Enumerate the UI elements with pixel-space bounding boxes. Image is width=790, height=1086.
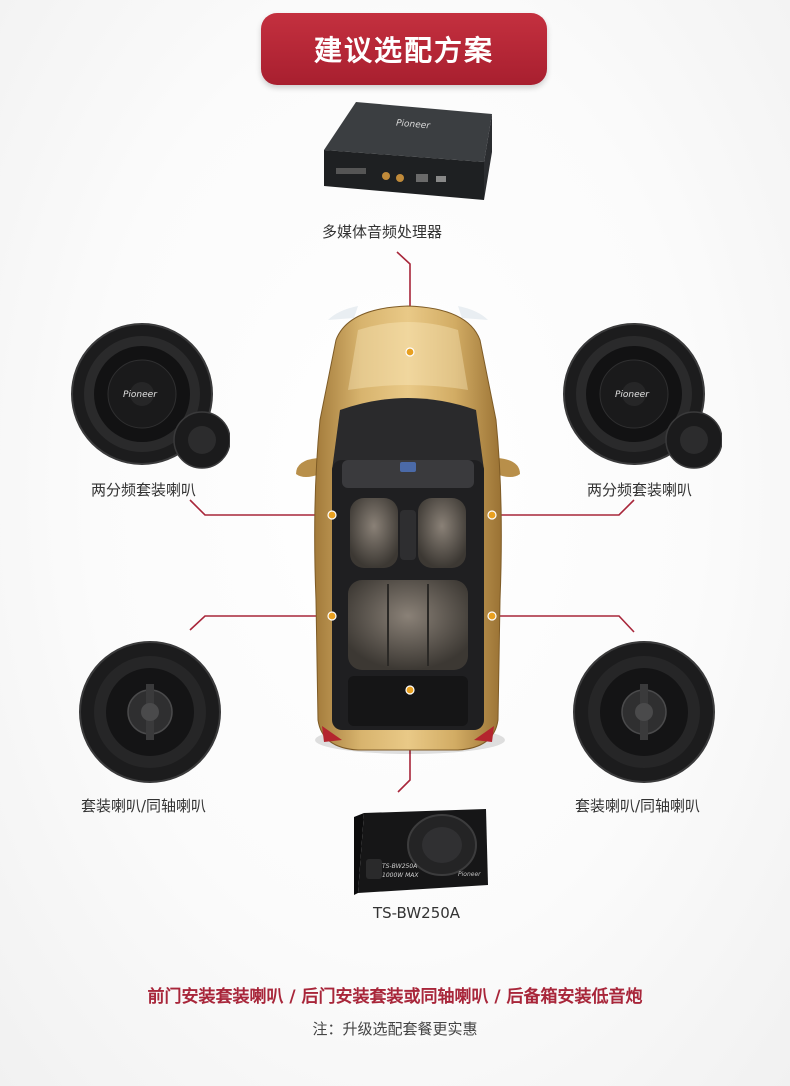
dot-front-left bbox=[327, 510, 337, 520]
line-rear-right bbox=[492, 615, 635, 633]
line-rear-left bbox=[189, 615, 332, 631]
subwoofer-brand: Pioneer bbox=[458, 871, 481, 878]
processor-image bbox=[324, 102, 492, 200]
front-right-speaker: Pioneer bbox=[562, 320, 723, 470]
front-left-label: 两分频套装喇叭 bbox=[91, 481, 197, 499]
subwoofer-image bbox=[354, 809, 488, 895]
dot-rear-right bbox=[487, 611, 497, 621]
front-right-label: 两分频套装喇叭 bbox=[587, 481, 693, 499]
rear-left-label: 套装喇叭/同轴喇叭 bbox=[81, 797, 207, 815]
dot-processor bbox=[405, 347, 415, 357]
dot-rear-left bbox=[327, 611, 337, 621]
car-top-view bbox=[296, 305, 520, 754]
processor-label: 多媒体音频处理器 bbox=[322, 223, 443, 241]
component-speaker-image bbox=[71, 323, 231, 469]
component-speaker-image bbox=[563, 323, 723, 469]
upgrade-note: 注：升级选配套餐更实惠 bbox=[312, 1020, 478, 1038]
rear-left-speaker bbox=[78, 640, 222, 784]
coaxial-speaker-image bbox=[573, 641, 715, 783]
dot-subwoofer bbox=[405, 685, 415, 695]
coaxial-speaker-image bbox=[79, 641, 221, 783]
installation-summary: 前门安装套装喇叭 / 后门安装套装或同轴喇叭 / 后备箱安装低音炮 bbox=[147, 987, 643, 1007]
subwoofer-unit: TS-BW250A 1000W MAX Pioneer bbox=[354, 805, 494, 897]
rear-right-label: 套装喇叭/同轴喇叭 bbox=[575, 797, 701, 815]
subwoofer-plate-power: 1000W MAX bbox=[382, 872, 419, 879]
line-front-right bbox=[492, 499, 635, 516]
rear-right-speaker bbox=[572, 640, 716, 784]
front-left-brand: Pioneer bbox=[123, 390, 157, 400]
line-front-left bbox=[189, 499, 332, 516]
processor-unit: Pioneer bbox=[316, 92, 496, 212]
front-right-brand: Pioneer bbox=[615, 390, 649, 400]
page-title: 建议选配方案 bbox=[261, 13, 547, 85]
subwoofer-label: TS-BW250A bbox=[373, 904, 461, 922]
dot-front-right bbox=[487, 510, 497, 520]
front-left-speaker: Pioneer bbox=[70, 320, 231, 470]
subwoofer-plate-model: TS-BW250A bbox=[382, 863, 418, 870]
